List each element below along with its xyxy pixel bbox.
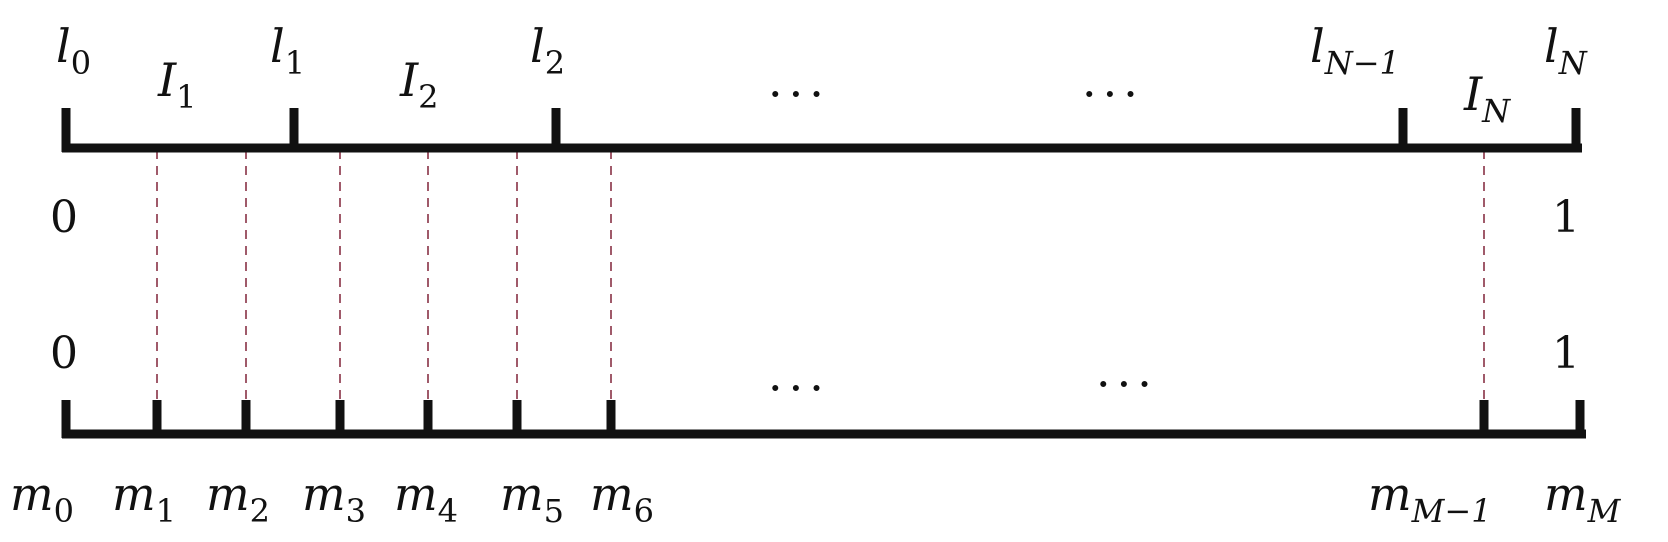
- dashed-guides: [156, 150, 1485, 400]
- top-ellipsis-left: ···: [768, 67, 830, 121]
- bottom-ellipsis-right: ···: [1096, 357, 1158, 411]
- label-m4: m4: [394, 467, 458, 530]
- bottom-point-labels: m0 m1 m2 m3 m4 m5 m6 mM−1 mM: [10, 467, 1622, 530]
- bottom-ellipsis-left: ···: [768, 361, 830, 415]
- label-l0: l0: [56, 19, 91, 82]
- bottom-start-value: 0: [50, 328, 78, 379]
- label-m5: m5: [500, 467, 564, 530]
- label-I1: I1: [157, 53, 197, 116]
- endpoint-values: 0 1 0 1: [50, 192, 1580, 379]
- label-mM-1: mM−1: [1368, 467, 1492, 530]
- label-lN-1: lN−1: [1310, 19, 1400, 82]
- label-m2: m2: [206, 467, 270, 530]
- interval-labels: I1 I2 IN: [157, 53, 1511, 130]
- top-axis: [61, 108, 1582, 153]
- label-m6: m6: [590, 467, 654, 530]
- ellipses: ··· ··· ··· ···: [768, 67, 1158, 415]
- top-ellipsis-right: ···: [1082, 67, 1144, 121]
- top-end-value: 1: [1552, 192, 1580, 243]
- label-l2: l2: [530, 19, 565, 82]
- bottom-end-value: 1: [1552, 328, 1580, 379]
- label-I2: I2: [399, 53, 439, 116]
- label-m0: m0: [10, 467, 74, 530]
- label-IN: IN: [1463, 67, 1511, 130]
- label-mM: mM: [1544, 467, 1622, 530]
- top-boundary-labels: l0 l1 l2 lN−1 lN: [56, 19, 1588, 82]
- top-start-value: 0: [50, 192, 78, 243]
- bottom-axis: [61, 400, 1586, 439]
- label-lN: lN: [1544, 19, 1588, 82]
- label-m1: m1: [112, 467, 176, 530]
- label-m3: m3: [302, 467, 366, 530]
- label-l1: l1: [270, 19, 305, 82]
